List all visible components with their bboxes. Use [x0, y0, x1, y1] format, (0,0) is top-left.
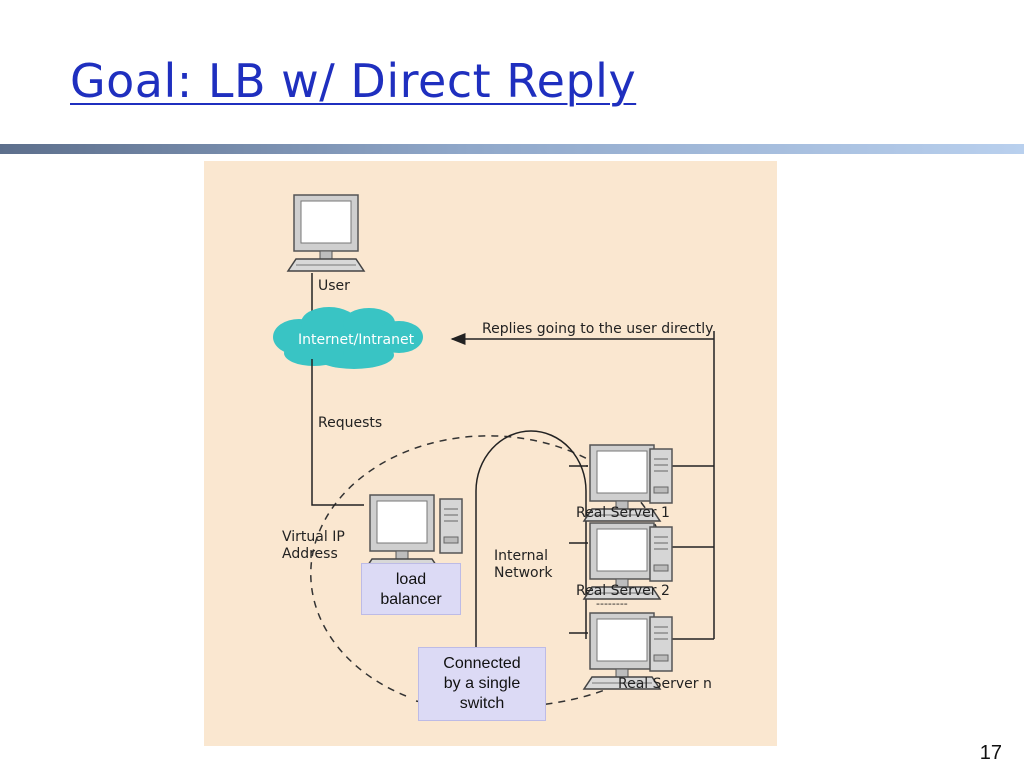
load-balancer-callout: load balancer	[361, 563, 461, 615]
cloud-label: Internet/Intranet	[298, 332, 415, 348]
user-label: User	[318, 278, 350, 294]
switch-callout: Connected by a single switch	[418, 647, 546, 721]
real-server-1-tower-icon	[649, 448, 673, 504]
virtual-ip-label-line1: Virtual IP	[282, 529, 345, 545]
internal-network-bus	[475, 430, 587, 661]
cloud-icon	[273, 307, 423, 369]
real-server-2-label: Real Server 2	[576, 583, 670, 599]
internal-network-label-line1: Internal	[494, 548, 548, 564]
load-balancer-callout-line1: load	[395, 571, 427, 588]
replies-label: Replies going to the user directly	[482, 321, 713, 337]
requests-label: Requests	[318, 415, 382, 431]
page-number: 17	[979, 742, 1002, 764]
servers-ellipsis: --------	[596, 597, 628, 610]
switch-callout-line1: Connected	[443, 655, 521, 672]
load-balancer-computer-icon	[363, 494, 441, 572]
slide-title: Goal: LB w/ Direct Reply	[70, 54, 637, 108]
switch-callout-line3: switch	[459, 695, 505, 712]
switch-callout-line2: by a single	[443, 675, 521, 692]
internal-network-label-line2: Network	[494, 565, 553, 581]
user-computer-icon	[287, 194, 365, 272]
load-balancer-tower-icon	[439, 498, 463, 554]
network-diagram: User Internet/Intranet Replies going to …	[204, 161, 777, 746]
real-server-n-label: Real Server n	[618, 676, 712, 692]
load-balancer-callout-line2: balancer	[380, 591, 442, 608]
real-server-1-label: Real Server 1	[576, 505, 670, 521]
real-server-n-tower-icon	[649, 616, 673, 672]
title-divider	[0, 144, 1024, 154]
diagram-canvas: User Internet/Intranet Replies going to …	[273, 194, 715, 709]
real-server-2-tower-icon	[649, 526, 673, 582]
virtual-ip-label-line2: Address	[282, 546, 338, 562]
